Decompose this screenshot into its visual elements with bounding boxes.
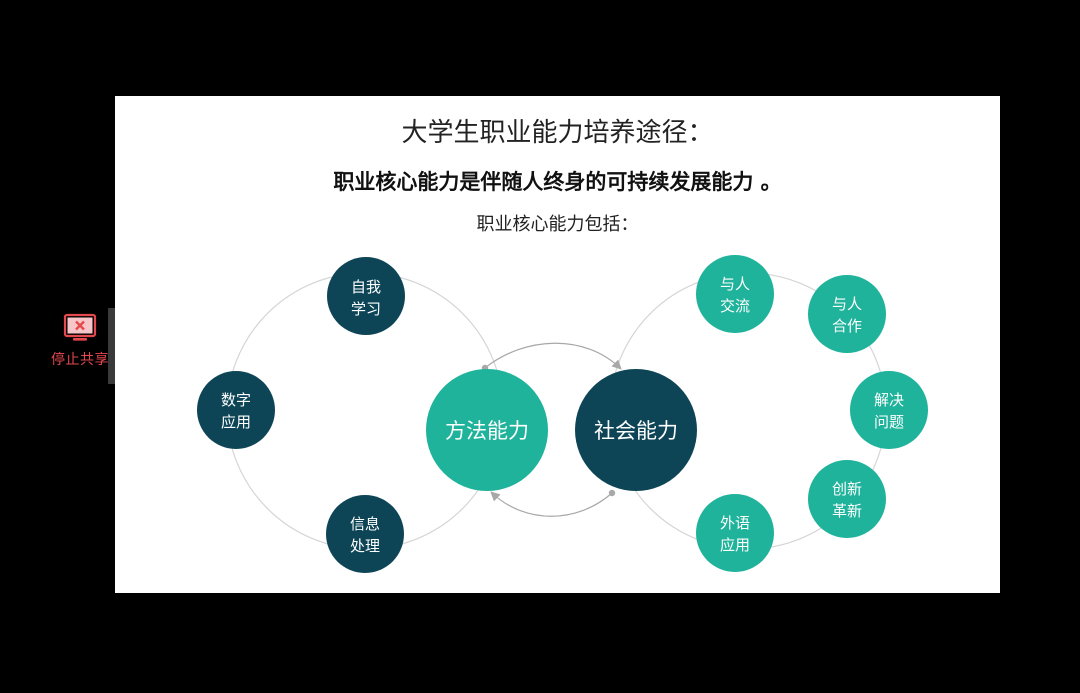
slide-section-label: 职业核心能力包括： <box>476 214 639 235</box>
stop-share-button[interactable]: 停止共享 <box>40 313 120 369</box>
skill-node-innovation: 创新 革新 <box>808 460 886 538</box>
stop-share-label: 停止共享 <box>51 352 109 368</box>
presentation-slide: 大学生职业能力培养途径： 职业核心能力是伴随人终身的可持续发展能力 。 职业核心… <box>115 96 1000 593</box>
skill-label-line1: 与人 <box>720 275 750 293</box>
skill-node-foreign-language: 外语 应用 <box>696 494 774 572</box>
skill-node-cooperation: 与人 合作 <box>808 275 886 353</box>
skill-label-line2: 革新 <box>832 502 862 520</box>
monitor-stop-icon <box>63 313 97 341</box>
method-ability-label: 方法能力 <box>445 419 529 443</box>
competency-diagram: 方法能力 社会能力 自我 学习 数字 应用 信息 处理 与人 交流 <box>197 255 928 573</box>
skill-label-line2: 合作 <box>832 317 862 335</box>
arrow-method-to-social <box>484 342 622 370</box>
skill-label-line2: 交流 <box>720 297 750 315</box>
skill-label-line2: 处理 <box>350 537 380 555</box>
slide-title: 大学生职业能力培养途径： <box>401 118 714 148</box>
slide-subtitle: 职业核心能力是伴随人终身的可持续发展能力 。 <box>333 170 782 194</box>
skill-label-line1: 解决 <box>874 391 904 409</box>
skill-label-line2: 问题 <box>874 413 904 431</box>
skill-label-line2: 应用 <box>221 413 251 431</box>
skill-label-line1: 自我 <box>351 278 381 296</box>
arrow-start-dot <box>608 489 616 497</box>
skill-label-line1: 与人 <box>832 295 862 313</box>
skill-node-communication: 与人 交流 <box>696 255 774 333</box>
social-ability-label: 社会能力 <box>594 419 678 443</box>
skill-node-information-processing: 信息 处理 <box>326 495 404 573</box>
skill-label-line2: 应用 <box>720 536 750 554</box>
skill-node-self-learning: 自我 学习 <box>327 257 405 335</box>
skill-label-line1: 创新 <box>832 480 862 498</box>
skill-label-line1: 外语 <box>720 514 750 532</box>
skill-label-line2: 学习 <box>351 300 381 318</box>
skill-node-digital-application: 数字 应用 <box>197 371 275 449</box>
skill-node-problem-solving: 解决 问题 <box>850 371 928 449</box>
method-ability-node: 方法能力 <box>426 369 548 491</box>
social-ability-node: 社会能力 <box>575 369 697 491</box>
skill-label-line1: 信息 <box>350 515 380 533</box>
skill-label-line1: 数字 <box>221 391 251 409</box>
arrow-social-to-method <box>490 491 613 517</box>
